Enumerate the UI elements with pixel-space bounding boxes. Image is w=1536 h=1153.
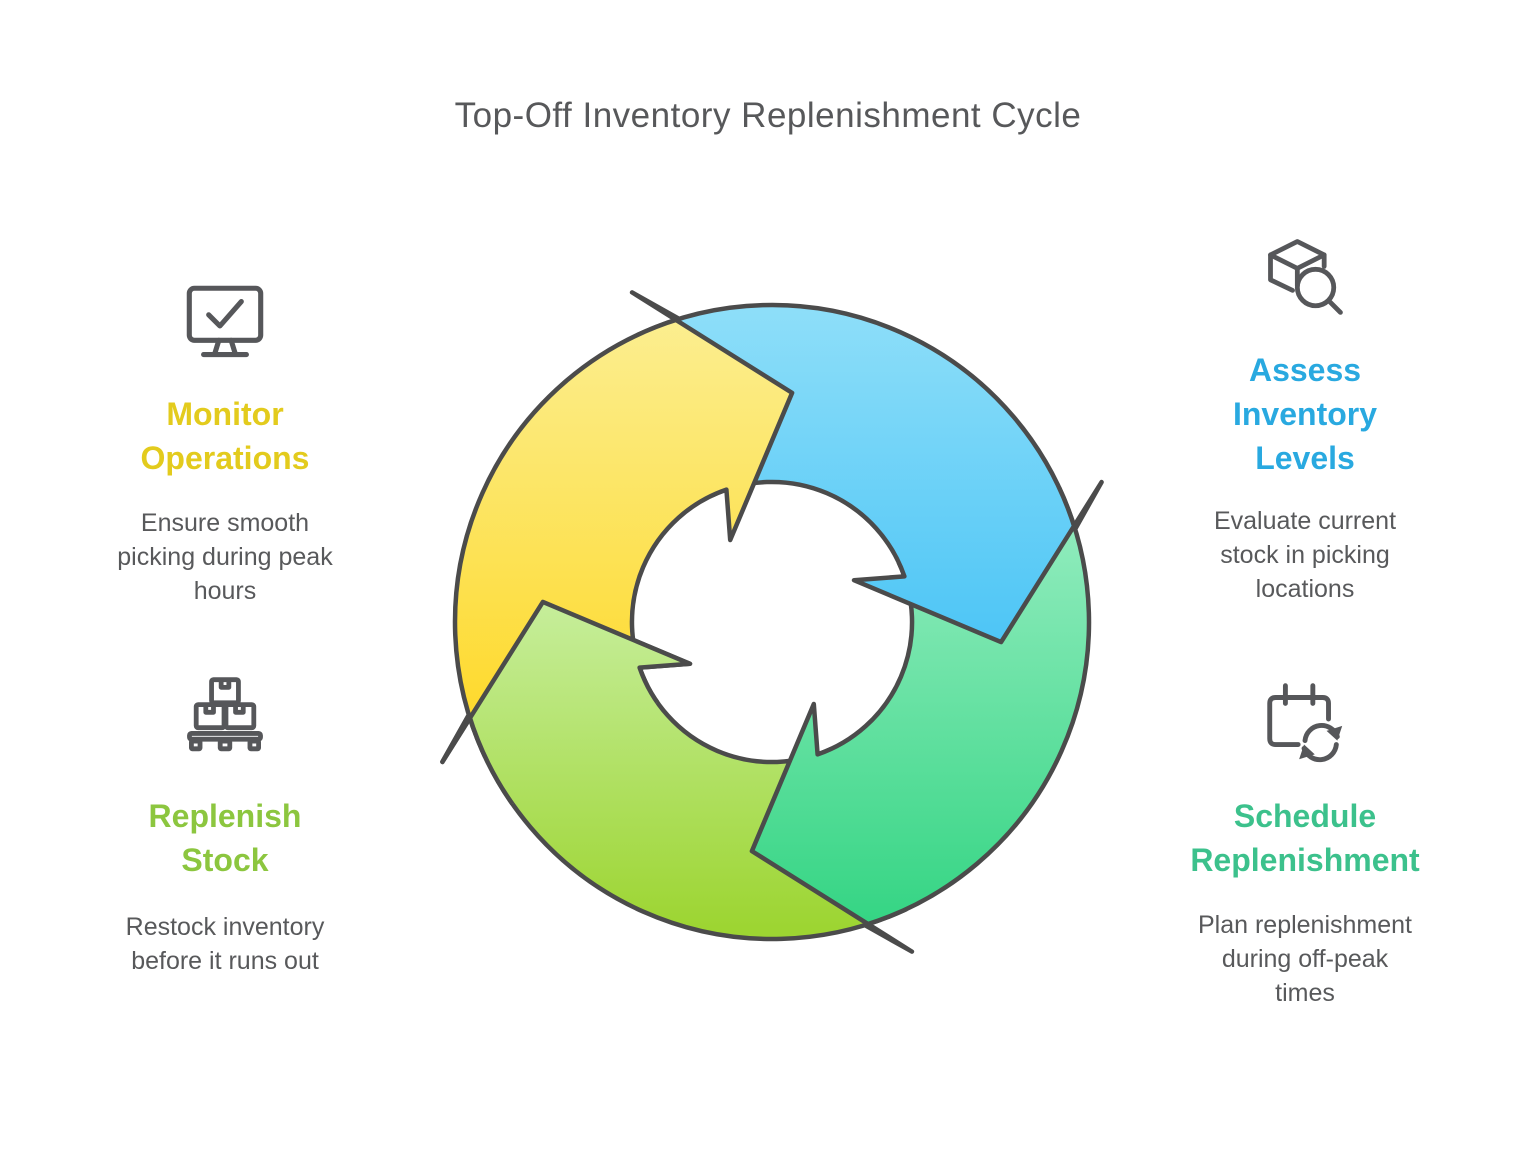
step-assess-inventory-levels: Assess Inventory Levels Evaluate current… [1115, 230, 1495, 606]
step-heading: Replenish Stock [148, 798, 302, 878]
replenishment-cycle-graphic [402, 290, 1104, 954]
step-heading: Assess Inventory Levels [1232, 352, 1378, 476]
step-description: Ensure smooth picking during peak hours [117, 509, 333, 605]
page-title: Top-Off Inventory Replenishment Cycle [454, 96, 1082, 135]
step-replenish-stock: Replenish Stock Restock inventory before… [35, 672, 415, 978]
step-schedule-replenishment: Schedule Replenishment Plan replenishmen… [1115, 674, 1495, 1010]
calendar-sync-icon [1115, 674, 1495, 770]
monitor-check-icon [35, 283, 415, 369]
step-description: Restock inventory before it runs out [125, 913, 325, 975]
step-description: Evaluate current stock in picking locati… [1213, 507, 1397, 603]
step-heading: Schedule Replenishment [1190, 798, 1420, 878]
pallet-boxes-icon [35, 672, 415, 768]
step-monitor-operations: Monitor Operations Ensure smooth picking… [35, 283, 415, 608]
step-description: Plan replenishment during off-peak times [1197, 911, 1412, 1007]
step-heading: Monitor Operations [140, 396, 310, 476]
box-search-icon [1115, 230, 1495, 322]
